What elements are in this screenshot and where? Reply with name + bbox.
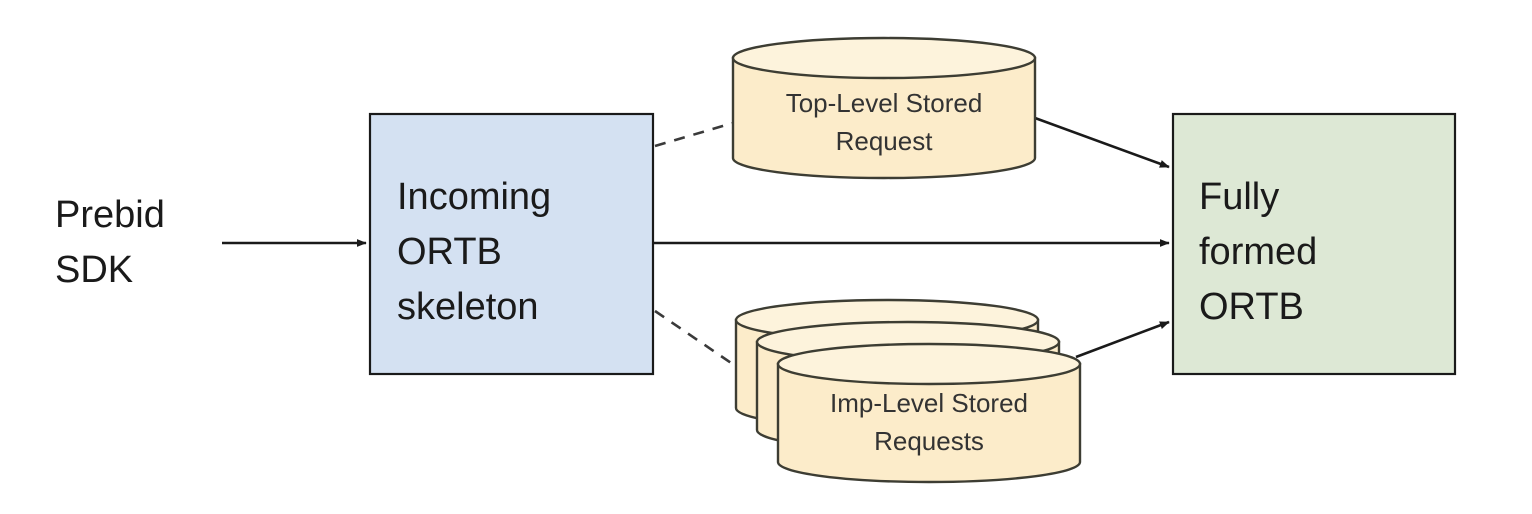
fully-formed-ortb-label-line-2: formed	[1199, 231, 1317, 273]
node-fully-formed-ortb[interactable]: Fully formed ORTB	[1171, 112, 1457, 376]
node-imp-level-stored-requests[interactable]: Imp-Level Stored Requests	[734, 298, 1082, 484]
fully-formed-ortb-label-line-3: ORTB	[1199, 286, 1304, 328]
imp-level-stored-requests-label-line-2: Requests	[874, 426, 984, 456]
incoming-ortb-skeleton-label-line-1: Incoming	[397, 176, 551, 218]
edge-imp-level-store-to-output	[1075, 320, 1170, 359]
node-incoming-ortb-skeleton[interactable]: Incoming ORTB skeleton	[368, 112, 655, 376]
incoming-ortb-skeleton-box[interactable]	[368, 112, 655, 376]
prebid-sdk-label-line-2: SDK	[55, 249, 133, 291]
top-level-stored-request-label-line-1: Top-Level Stored	[786, 88, 983, 118]
node-top-level-stored-request[interactable]: Top-Level Stored Request	[731, 36, 1037, 180]
incoming-ortb-skeleton-label-line-2: ORTB	[397, 231, 502, 273]
top-level-stored-request-cylinder-top	[731, 36, 1037, 80]
edge-incoming-to-imp-level-store	[654, 309, 738, 369]
top-level-stored-request-cylinder-body[interactable]	[731, 56, 1037, 180]
edge-top-level-store-to-output	[1034, 116, 1170, 169]
prebid-sdk-label-line-1: Prebid	[55, 194, 165, 236]
fully-formed-ortb-box[interactable]	[1171, 112, 1457, 376]
top-level-stored-request-label-line-2: Request	[836, 126, 934, 156]
imp-level-stored-requests-cylinder-front[interactable]	[776, 342, 1082, 484]
fully-formed-ortb-label-line-1: Fully	[1199, 176, 1279, 218]
edge-incoming-to-top-level-store	[654, 121, 734, 148]
node-prebid-sdk: Prebid SDK	[55, 194, 165, 291]
incoming-ortb-skeleton-label-line-3: skeleton	[397, 286, 539, 328]
imp-level-stored-requests-label-line-1: Imp-Level Stored	[830, 388, 1028, 418]
